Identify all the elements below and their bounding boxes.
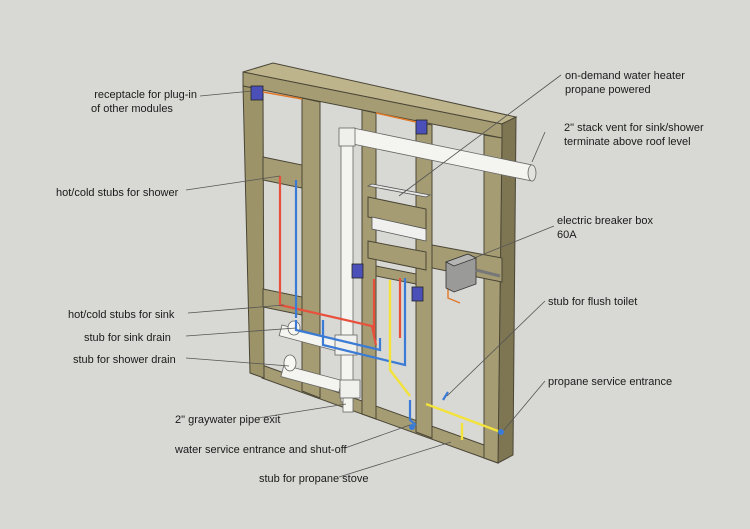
water-heater	[366, 183, 432, 242]
label-breaker-box: electric breaker box 60A	[557, 214, 653, 242]
label-flush-toilet: stub for flush toilet	[548, 296, 638, 308]
wall-frame	[242, 62, 518, 464]
leader-lines	[185, 74, 562, 478]
stud-4	[415, 121, 433, 439]
label-receptacle: receptacle for plug-in of other modules	[91, 88, 197, 116]
label-propane-stove: stub for propane stove	[259, 473, 369, 485]
supply-lines	[278, 176, 449, 426]
shower-blocking	[262, 156, 303, 189]
electrical	[250, 85, 501, 304]
lower-cross-block	[375, 265, 417, 285]
receptacle-low	[411, 286, 424, 302]
stud-2	[301, 97, 321, 399]
receptacle-top	[415, 119, 428, 135]
label-stack-vent-line1: 2" stack vent for sink/shower	[564, 122, 704, 134]
receptacle-mid	[351, 263, 364, 279]
receptacle-top-left	[250, 85, 264, 101]
label-water-heater-line1: on-demand water heater	[565, 70, 685, 82]
label-receptacle-line1: receptacle for plug-in	[94, 89, 197, 101]
label-water-service: water service entrance and shut-off	[175, 444, 347, 456]
label-sink-drain: stub for sink drain	[84, 332, 171, 344]
label-hot-cold-sink: hot/cold stubs for sink	[68, 309, 175, 321]
left-stud	[242, 85, 265, 379]
label-shower-drain: stub for shower drain	[73, 354, 176, 366]
label-breaker-box-line2: 60A	[557, 229, 577, 241]
propane-lines	[388, 280, 499, 440]
label-hot-cold-shower: hot/cold stubs for shower	[56, 187, 179, 199]
label-breaker-box-line1: electric breaker box	[557, 215, 653, 227]
label-water-heater-line2: propane powered	[565, 84, 651, 96]
label-stack-vent-line2: terminate above roof level	[564, 136, 691, 148]
label-stack-vent: 2" stack vent for sink/shower terminate …	[564, 121, 704, 149]
label-water-heater: on-demand water heater propane powered	[565, 69, 685, 97]
label-receptacle-line2: of other modules	[91, 103, 173, 115]
label-propane-service: propane service entrance	[548, 376, 673, 388]
stud-3	[361, 109, 377, 420]
heater-blocking-lower	[367, 240, 427, 271]
right-stud	[483, 134, 503, 464]
label-graywater: 2" graywater pipe exit	[175, 414, 281, 426]
